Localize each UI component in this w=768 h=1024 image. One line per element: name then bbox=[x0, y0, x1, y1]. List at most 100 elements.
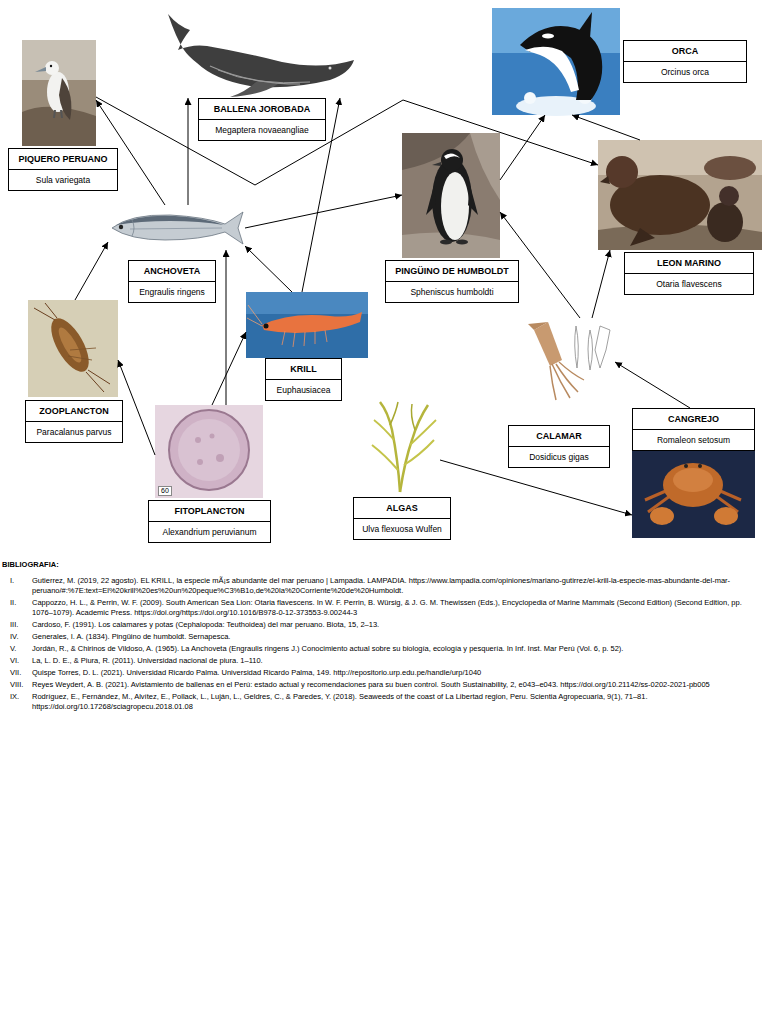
reference-number: IV. bbox=[10, 632, 32, 642]
krill-photo bbox=[246, 292, 368, 358]
krill-photo-part bbox=[248, 305, 262, 324]
sea-lion-photo bbox=[598, 140, 762, 250]
species-node: CANGREJO Romaleon setosum bbox=[632, 408, 755, 538]
algae-photo-part bbox=[390, 402, 398, 425]
phytoplankton-photo-part bbox=[178, 419, 240, 481]
name-label-box: CANGREJO Romaleon setosum bbox=[632, 408, 755, 451]
penguin-photo bbox=[402, 133, 500, 258]
feeding-arrow bbox=[226, 250, 227, 405]
algae-photo-part bbox=[400, 405, 428, 492]
penguin-photo-part bbox=[468, 185, 478, 215]
name-label-box: CALAMARDosidicus gigas bbox=[508, 425, 610, 468]
phytoplankton-photo-part bbox=[216, 454, 224, 462]
phytoplankton-photo-part bbox=[210, 434, 215, 439]
scientific-name: Euphausiacea bbox=[277, 385, 331, 395]
zooplankton-photo-part bbox=[44, 313, 97, 378]
species-node: BALLENA JOROBADAMegaptera novaeangliae bbox=[155, 8, 360, 141]
squid-photo-part bbox=[534, 322, 562, 366]
reference-text: Cappozzo, H. L., & Perrin, W. F. (2009).… bbox=[32, 598, 764, 618]
species-node: FITOPLANCTONAlexandrium peruvianum bbox=[148, 405, 271, 543]
crab-photo-part bbox=[673, 468, 713, 492]
sea-lion-photo-part bbox=[630, 228, 655, 246]
common-name-row: ALGAS bbox=[354, 498, 450, 518]
krill-photo-part bbox=[262, 312, 362, 333]
zooplankton-photo-part bbox=[70, 348, 96, 350]
common-name: PINGÜINO DE HUMBOLDT bbox=[395, 266, 509, 276]
crab-photo-part bbox=[650, 507, 674, 525]
common-name: LEON MARINO bbox=[657, 258, 721, 268]
scientific-name-row: Dosidicus gigas bbox=[509, 446, 609, 467]
penguin-photo-part bbox=[444, 153, 460, 159]
krill-photo-part bbox=[246, 292, 368, 358]
squid-photo-part bbox=[575, 326, 579, 368]
scientific-name-row: Spheniscus humboldti bbox=[386, 281, 518, 302]
feeding-arrow bbox=[245, 246, 292, 292]
anchovy-photo-part bbox=[108, 205, 245, 250]
reference-text: Jordán, R., & Chirinos de Vildoso, A. (1… bbox=[32, 644, 764, 654]
penguin-photo-part bbox=[456, 240, 468, 245]
booby-photo-part bbox=[22, 40, 96, 146]
scientific-name-row: Paracalanus parvus bbox=[26, 421, 122, 442]
booby-photo-part bbox=[54, 110, 55, 118]
feeding-arrow bbox=[572, 115, 640, 140]
orca-photo-part bbox=[525, 47, 579, 92]
orca-photo-part bbox=[492, 8, 620, 115]
booby-photo-part bbox=[35, 67, 46, 72]
scientific-name: Romaleon setosum bbox=[657, 435, 730, 445]
common-name: PIQUERO PERUANO bbox=[18, 154, 107, 164]
common-name-row: KRILL bbox=[266, 359, 341, 379]
reference-row: III.Cardoso, F. (1991). Los calamares y … bbox=[0, 620, 764, 630]
crab-photo-part bbox=[632, 450, 755, 538]
reference-text: Rodríguez, E., Fernández, M., Alvítez, E… bbox=[32, 692, 764, 712]
reference-text: Cardoso, F. (1991). Los calamares y pota… bbox=[32, 620, 764, 630]
species-node: LEON MARINOOtaria flavescens bbox=[598, 140, 762, 295]
common-name: CANGREJO bbox=[668, 414, 719, 424]
anchovy-photo bbox=[108, 205, 245, 250]
reference-row: IX.Rodríguez, E., Fernández, M., Alvítez… bbox=[0, 692, 764, 712]
sea-lion-photo-part bbox=[704, 156, 756, 180]
krill-photo-part bbox=[315, 331, 316, 344]
whale-photo-part bbox=[168, 14, 354, 87]
scientific-name-row: Orcinus orca bbox=[624, 61, 746, 82]
scientific-name: Spheniscus humboldti bbox=[410, 287, 493, 297]
penguin-photo-part bbox=[441, 149, 463, 171]
common-name: ANCHOVETA bbox=[144, 266, 200, 276]
reference-text: La, L. D. E., & Piura, R. (2011). Univer… bbox=[32, 656, 764, 666]
species-node: ALGASUlva flexuosa Wulfen bbox=[353, 398, 451, 540]
crab-photo-part bbox=[663, 463, 723, 507]
species-node: ORCAOrcinus orca bbox=[492, 8, 747, 115]
scientific-name-row: Romaleon setosum bbox=[633, 429, 754, 450]
penguin-photo-part bbox=[432, 162, 441, 166]
name-label-box: PIQUERO PERUANO Sula variegata bbox=[8, 148, 118, 191]
orca-photo-part bbox=[542, 33, 554, 38]
algae-photo-part bbox=[380, 402, 400, 492]
scientific-name: Engraulis ringens bbox=[139, 287, 205, 297]
penguin-photo-part bbox=[426, 185, 436, 215]
feeding-arrow bbox=[118, 360, 155, 455]
zooplankton-photo bbox=[28, 300, 118, 397]
scientific-name-row: Euphausiacea bbox=[266, 379, 341, 400]
feeding-arrow bbox=[500, 115, 545, 180]
zooplankton-photo-part bbox=[88, 370, 110, 384]
phytoplankton-photo-part bbox=[197, 459, 203, 465]
name-label-box: PINGÜINO DE HUMBOLDT Spheniscus humboldti bbox=[385, 260, 519, 303]
sea-lion-photo-part bbox=[719, 186, 739, 206]
krill-photo-part bbox=[282, 331, 285, 345]
whale-photo-part bbox=[329, 67, 332, 70]
algae-photo-part bbox=[404, 440, 434, 465]
name-label-box: ANCHOVETA Engraulis ringens bbox=[128, 260, 216, 303]
whale-photo-part bbox=[210, 66, 300, 84]
sea-lion-photo-part bbox=[707, 202, 743, 242]
penguin-photo-part bbox=[402, 133, 470, 170]
scientific-name: Orcinus orca bbox=[661, 67, 709, 77]
common-name: KRILL bbox=[290, 364, 317, 374]
squid-photo-part bbox=[595, 326, 610, 368]
common-name-row: FITOPLANCTON bbox=[149, 501, 270, 521]
scientific-name: Sula variegata bbox=[36, 175, 90, 185]
krill-photo-part bbox=[293, 332, 295, 347]
anchovy-photo-part bbox=[119, 225, 123, 229]
anchovy-photo-part bbox=[132, 220, 134, 236]
squid-photo-part bbox=[528, 322, 548, 330]
feeding-arrow bbox=[245, 195, 402, 228]
bibliography: BIBLIOGRAFIA:I.Gutierrez, M. (2019, 22 a… bbox=[0, 560, 764, 714]
